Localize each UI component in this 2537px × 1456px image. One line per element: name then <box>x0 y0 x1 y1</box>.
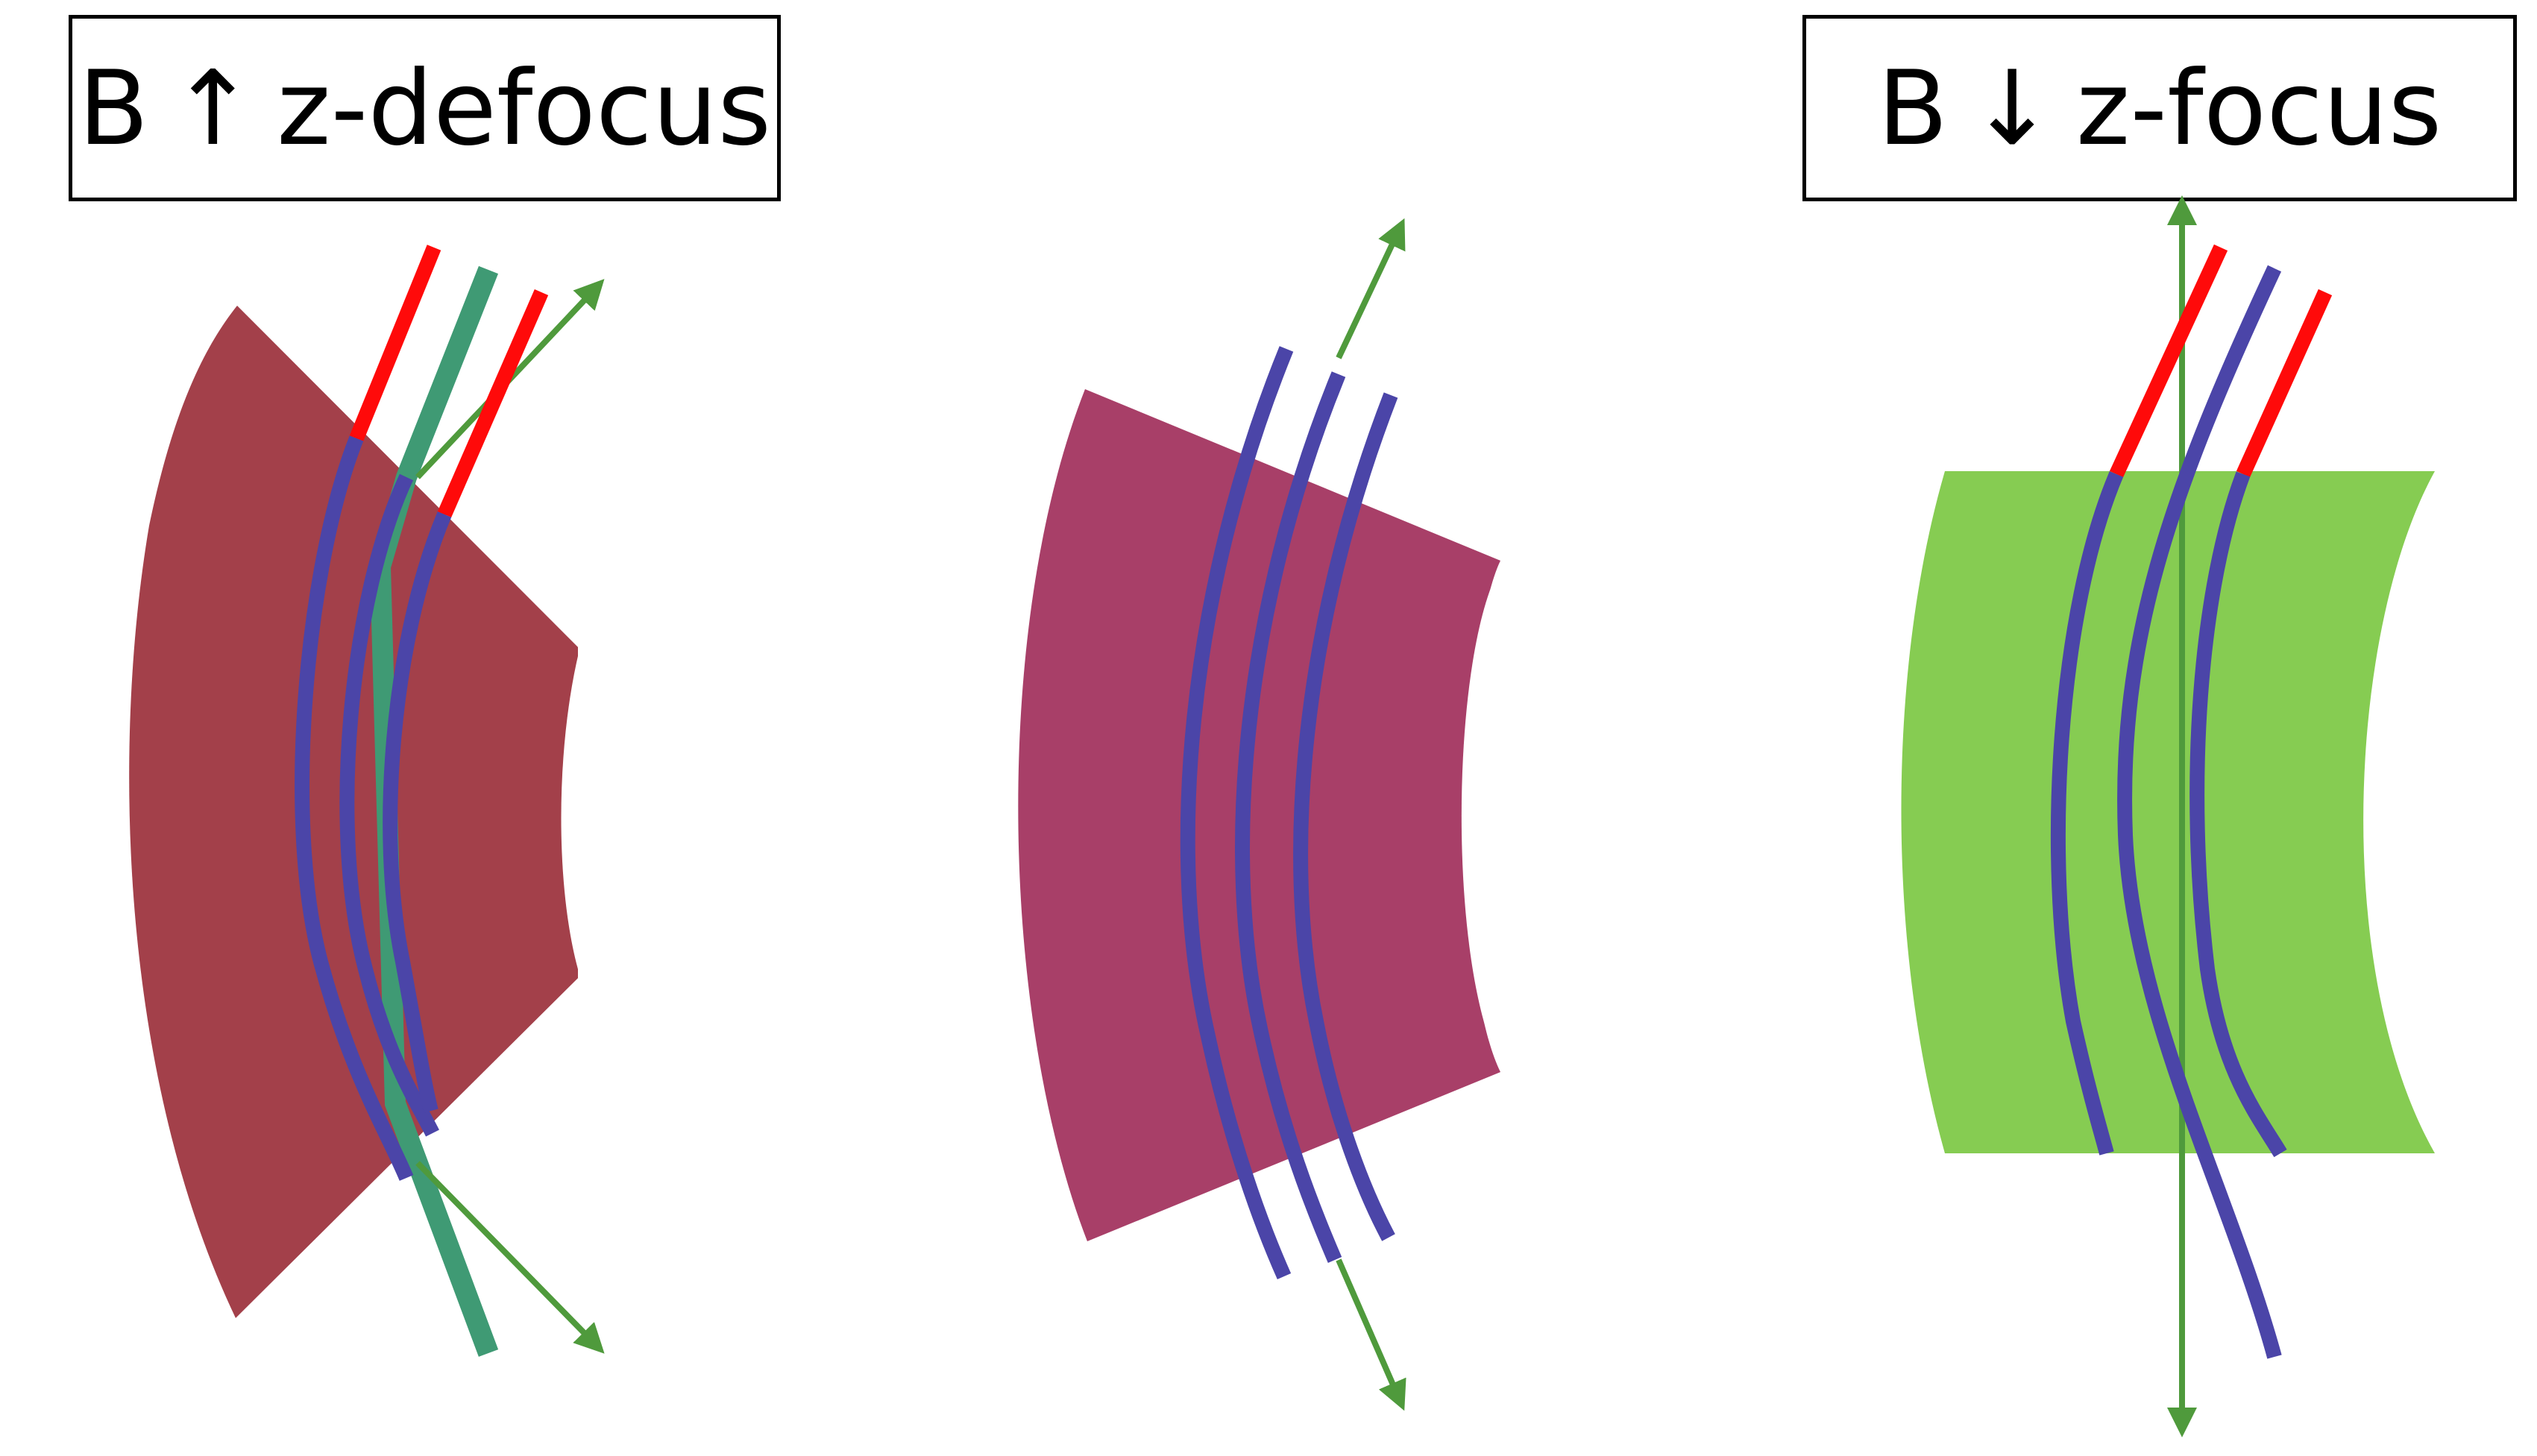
arrow-up-icon: ↑ <box>169 48 257 168</box>
field-symbol-right: B <box>1877 48 1949 168</box>
focus-label: z-focus <box>2075 48 2442 168</box>
field-symbol-left: B <box>78 48 149 168</box>
magnet-middle-notch <box>1461 567 1514 1066</box>
panel-middle <box>1018 218 1514 1411</box>
beam-trajectories-left <box>295 245 549 1181</box>
label-box-right: B ↓ z-focus <box>1802 15 2517 201</box>
defocus-label: z-defocus <box>277 48 772 168</box>
beam-trajectories-right <box>2050 244 2333 1359</box>
axis-arrow-middle-top <box>1336 218 1406 359</box>
magnet-left-notch <box>561 656 597 969</box>
panel-right <box>1901 195 2435 1437</box>
panel-left <box>129 245 605 1357</box>
magnet-middle <box>1018 389 1500 1241</box>
arrow-down-icon: ↓ <box>1969 48 2055 168</box>
beam-trajectories-middle <box>1180 346 1398 1280</box>
label-box-left: B ↑ z-defocus <box>69 15 781 201</box>
axis-arrow-middle-bottom <box>1336 1258 1406 1411</box>
axis-arrow-left-bottom <box>415 1161 605 1354</box>
magnet-right <box>1901 471 2435 1153</box>
